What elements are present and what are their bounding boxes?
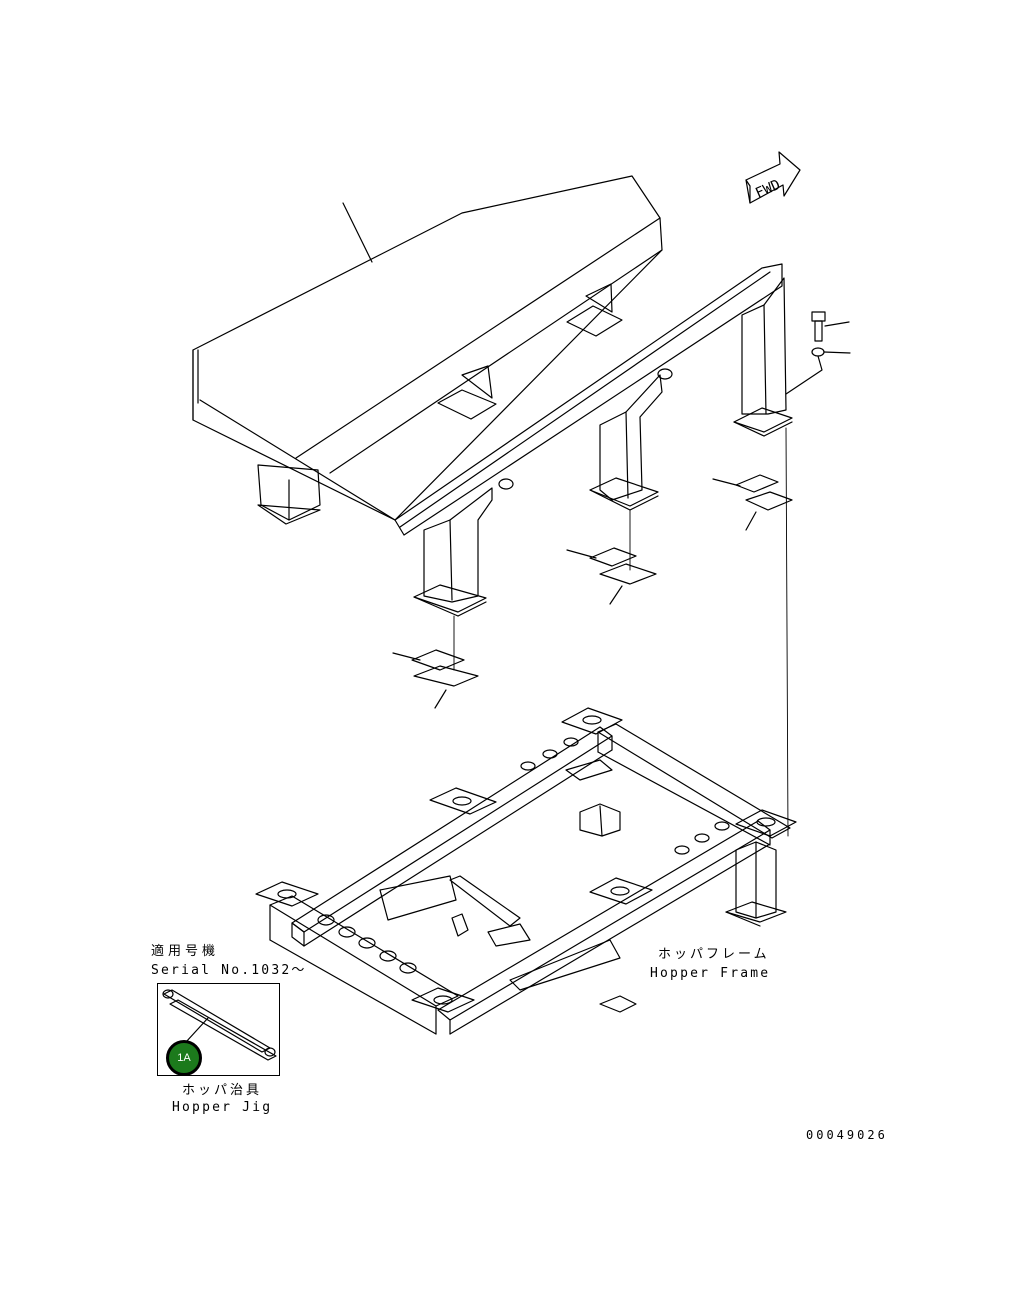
hopper-jig-label-en: Hopper Jig — [172, 1100, 273, 1115]
hopper-frame-label-jp: ホッパフレーム — [658, 947, 770, 962]
shim-sets — [392, 474, 793, 709]
hopper-frame-label-en: Hopper Frame — [650, 966, 771, 981]
serial-applicable-label-jp: 適用号機 — [151, 944, 220, 959]
fwd-label: FWD — [753, 177, 783, 202]
hopper-jig-inset — [157, 983, 280, 1076]
hopper-post-middle — [589, 368, 673, 511]
hopper-body — [192, 175, 783, 536]
hopper-jig-label-jp: ホッパ治具 — [182, 1083, 263, 1098]
document-number: 00049026 — [806, 1128, 888, 1142]
serial-applicable-label-en: Serial No.1032～ — [151, 963, 307, 978]
jig-part-callout-badge[interactable]: 1A — [166, 1040, 202, 1076]
bolt-washer — [785, 311, 851, 395]
hopper-frame — [255, 707, 797, 1035]
hopper-jig-drawing — [162, 989, 277, 1061]
hopper-post-left — [413, 478, 514, 617]
alignment-lines — [453, 427, 789, 837]
hopper-post-right — [733, 277, 793, 437]
fwd-arrow: FWD — [745, 151, 801, 204]
